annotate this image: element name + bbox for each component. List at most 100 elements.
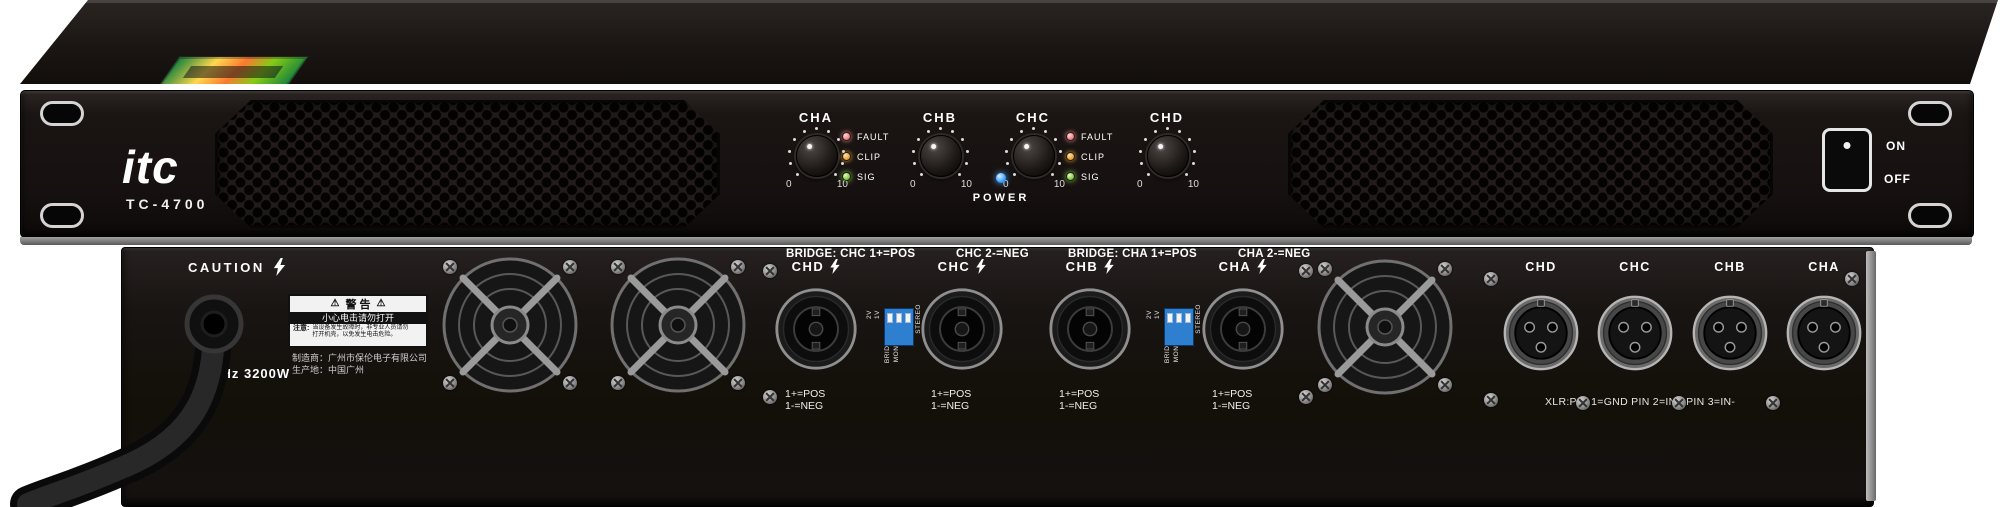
- screw-icon: [1438, 262, 1452, 276]
- screw-icon: [731, 376, 745, 390]
- warning-small-text: 当设备发生故障时，非专业人员请勿打开机壳，以免发生电击危险。: [312, 325, 409, 338]
- ventilation-grille-left: [215, 100, 720, 228]
- speakon-output-chc: CHC 1+=POS 1-=NEG: [907, 258, 1017, 423]
- gain-knob-cha[interactable]: [796, 135, 838, 177]
- led-cluster-ab: FAULT CLIP SIG: [842, 130, 904, 190]
- screw-icon: [611, 260, 625, 274]
- xlr-input-chc: CHC: [1590, 260, 1680, 390]
- clip-led: [1066, 152, 1075, 161]
- gain-knob-chc[interactable]: [1013, 135, 1055, 177]
- warning-main-line: 小心电击请勿打开: [290, 312, 426, 324]
- speakon-pinout: 1+=POS 1-=NEG: [1059, 388, 1100, 412]
- speakon-connector: [1202, 288, 1284, 370]
- speakon-pinout: 1+=POS 1-=NEG: [931, 388, 972, 412]
- speakon-connector: [1049, 288, 1131, 370]
- warning-triangle-icon: ⚠: [376, 298, 386, 309]
- manufacturer-info: 制造商：广州市保伦电子有限公司 生产地：中国广州: [292, 352, 427, 376]
- knob-scale-min: 0: [1003, 179, 1009, 190]
- fan-grille-graphic: [1317, 259, 1453, 395]
- dip-switch-body[interactable]: [884, 308, 914, 346]
- knob-scale-min: 0: [786, 179, 792, 190]
- speakon-connector: [921, 288, 1003, 370]
- speakon-label-cha: CHA: [1218, 258, 1252, 274]
- hologram-sticker: [156, 56, 310, 84]
- screw-icon: [1845, 272, 1859, 286]
- xlr-input-cha: CHA: [1779, 260, 1869, 390]
- screw-icon: [1484, 272, 1498, 286]
- front-panel-bottom-lip: [20, 237, 1972, 245]
- signal-led: [1066, 172, 1075, 181]
- bridge-label-cha-neg: CHA 2-=NEG: [1238, 248, 1311, 260]
- manufacturer-line: 制造商：广州市保伦电子有限公司: [292, 353, 428, 363]
- screw-icon: [443, 260, 457, 274]
- caution-text: CAUTION: [188, 259, 265, 275]
- cooling-fan: [593, 240, 763, 410]
- clip-led-label: CLIP: [1081, 151, 1106, 162]
- lightning-icon: [273, 258, 285, 276]
- lightning-icon: [976, 258, 987, 274]
- dip-label-1v: 1V: [1154, 310, 1161, 319]
- warning-sticker: ⚠ 警 告 ⚠ 小心电击请勿打开 注意: 当设备发生故障时，非专业人员请勿打开机…: [288, 294, 428, 348]
- xlr-input-chd: CHD: [1496, 260, 1586, 390]
- dip-switch-body[interactable]: [1164, 308, 1194, 346]
- gain-knob-chd[interactable]: [1147, 135, 1189, 177]
- speakon-label-chd: CHD: [791, 258, 825, 274]
- signal-led-label: SIG: [857, 171, 876, 182]
- mode-dip-switch-ab: 2V 1V STEREO BRIDG MONO: [1146, 294, 1204, 366]
- fan-grille-graphic: [610, 257, 746, 393]
- power-switch-off-label: OFF: [1884, 172, 1911, 186]
- xlr-label-chb: CHB: [1714, 260, 1746, 274]
- channel-label-chb: CHB: [922, 110, 958, 125]
- screw-icon: [1672, 396, 1686, 410]
- knob-scale-min: 0: [910, 179, 916, 190]
- dip-label-1v: 1V: [874, 310, 881, 319]
- power-switch[interactable]: [1822, 128, 1872, 192]
- screw-icon: [1484, 393, 1498, 407]
- xlr-label-chc: CHC: [1619, 260, 1651, 274]
- knob-scale-min: 0: [1137, 179, 1143, 190]
- fault-led: [1066, 132, 1075, 141]
- xlr-label-cha: CHA: [1808, 260, 1840, 274]
- xlr-connector: [1786, 295, 1862, 371]
- rear-panel: [121, 247, 1874, 507]
- channel-label-chd: CHD: [1149, 110, 1185, 125]
- fault-led-label: FAULT: [857, 131, 890, 142]
- clip-led: [842, 152, 851, 161]
- power-switch-on-label: ON: [1886, 139, 1906, 153]
- power-label: POWER: [972, 192, 1030, 204]
- speakon-output-chd: CHD 1+=POS 1-=NEG: [761, 258, 871, 423]
- speakon-output-chb: CHB 1+=POS 1-=NEG: [1035, 258, 1145, 423]
- chassis-top-face: [20, 0, 1998, 84]
- origin-line: 生产地：中国广州: [292, 365, 365, 375]
- knob-scale-max: 10: [1053, 179, 1065, 190]
- warning-note-label: 注意:: [293, 325, 310, 332]
- xlr-label-chd: CHD: [1525, 260, 1557, 274]
- dip-label-stereo: STEREO: [915, 304, 922, 334]
- speakon-pinout: 1+=POS 1-=NEG: [1212, 388, 1253, 412]
- cooling-fan: [1300, 242, 1470, 412]
- lightning-icon: [1104, 258, 1115, 274]
- xlr-connector: [1597, 295, 1673, 371]
- channel-label-cha: CHA: [798, 110, 834, 125]
- warning-triangle-icon: ⚠: [330, 298, 340, 309]
- gain-knob-chb[interactable]: [920, 135, 962, 177]
- fault-led: [842, 132, 851, 141]
- screw-icon: [1299, 264, 1313, 278]
- dip-label-2v: 2V: [1146, 310, 1153, 319]
- bridge-label-chc-neg: CHC 2-=NEG: [956, 248, 1029, 260]
- channel-section-chc: CHC 0 10: [1001, 110, 1065, 202]
- screw-icon: [731, 260, 745, 274]
- xlr-input-chb: CHB: [1685, 260, 1775, 390]
- lightning-icon: [830, 258, 841, 274]
- screw-icon: [763, 264, 777, 278]
- lightning-icon: [1257, 258, 1268, 274]
- screw-icon: [443, 376, 457, 390]
- channel-section-cha: CHA 0 10: [784, 110, 848, 202]
- power-spec: 50Hz 3200W: [205, 366, 291, 381]
- xlr-pinout-note: XLR:PIN 1=GND PIN 2=IN+ PIN 3=IN-: [1545, 396, 1736, 408]
- screw-icon: [1576, 396, 1590, 410]
- screw-icon: [1318, 262, 1332, 276]
- signal-led-label: SIG: [1081, 171, 1100, 182]
- fan-grille-graphic: [442, 257, 578, 393]
